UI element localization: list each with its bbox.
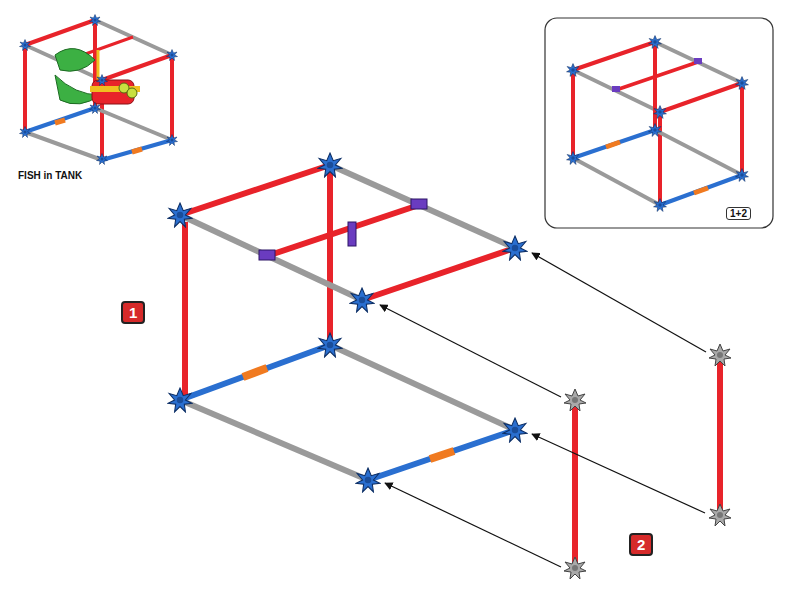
red-rod bbox=[740, 83, 744, 175]
red-rod bbox=[25, 20, 95, 45]
hub bbox=[350, 288, 374, 312]
blue-rod bbox=[25, 108, 95, 132]
hub bbox=[649, 36, 662, 49]
orange-connector bbox=[55, 120, 65, 123]
hub bbox=[654, 106, 667, 119]
red-rod bbox=[267, 205, 419, 256]
hub bbox=[168, 388, 192, 412]
hub bbox=[90, 15, 101, 26]
grey-rod bbox=[573, 70, 660, 112]
grey-rod bbox=[180, 400, 368, 480]
hub bbox=[649, 124, 662, 137]
purple-connector bbox=[348, 222, 356, 246]
purple-connector bbox=[694, 58, 702, 64]
blue-rod bbox=[368, 430, 515, 480]
callout-number: 2 bbox=[629, 533, 653, 556]
grey-rod bbox=[655, 42, 742, 83]
hub bbox=[20, 40, 31, 51]
red-rod bbox=[573, 42, 655, 70]
red-rod bbox=[102, 55, 172, 80]
grey-rod bbox=[330, 345, 515, 430]
assembly-arrow bbox=[380, 305, 561, 397]
fish-eye bbox=[127, 88, 137, 98]
main-frame bbox=[168, 153, 527, 492]
hub bbox=[654, 199, 667, 212]
red-rod bbox=[362, 248, 515, 300]
grey-rod bbox=[25, 132, 102, 160]
purple-connector bbox=[411, 199, 427, 209]
hub bbox=[564, 557, 586, 579]
red-rod bbox=[170, 55, 174, 140]
hub bbox=[318, 333, 342, 357]
orange-connector bbox=[243, 368, 267, 377]
hub bbox=[709, 344, 731, 366]
red-rod bbox=[180, 165, 330, 215]
thumbnail bbox=[20, 15, 178, 165]
red-rod bbox=[658, 112, 662, 205]
hub bbox=[564, 389, 586, 411]
grey-rod bbox=[655, 130, 742, 175]
hub bbox=[503, 236, 527, 260]
hub bbox=[567, 64, 580, 77]
hub bbox=[20, 127, 31, 138]
hub bbox=[318, 153, 342, 177]
orange-connector bbox=[430, 451, 454, 459]
red-rod bbox=[717, 360, 723, 510]
red-rod bbox=[653, 42, 657, 130]
hub bbox=[167, 50, 178, 61]
step-two-parts bbox=[380, 253, 731, 579]
hub bbox=[168, 203, 192, 227]
hub bbox=[356, 468, 380, 492]
grey-rod bbox=[25, 45, 102, 80]
blue-rod bbox=[102, 140, 172, 160]
orange-connector bbox=[694, 188, 708, 193]
red-rod bbox=[571, 70, 575, 158]
blue-rod bbox=[660, 175, 742, 205]
grey-rod bbox=[330, 165, 515, 248]
inset-panel bbox=[545, 18, 773, 228]
hub bbox=[167, 135, 178, 146]
hub bbox=[90, 103, 101, 114]
assembly-arrow bbox=[385, 483, 561, 567]
red-rod bbox=[660, 83, 742, 112]
assembly-arrow bbox=[532, 253, 706, 352]
red-rod bbox=[23, 45, 27, 132]
callout-number: 1 bbox=[121, 301, 145, 324]
red-rod bbox=[572, 405, 578, 563]
hub bbox=[567, 152, 580, 165]
hub bbox=[97, 154, 108, 165]
hub bbox=[709, 504, 731, 526]
assembly-arrow bbox=[532, 434, 705, 513]
hub bbox=[736, 77, 749, 90]
hub bbox=[503, 418, 527, 442]
grey-rod bbox=[573, 158, 660, 205]
red-rod bbox=[182, 222, 188, 395]
orange-connector bbox=[132, 149, 142, 152]
orange-connector bbox=[606, 142, 620, 147]
fish-fin bbox=[55, 49, 95, 72]
grey-rod bbox=[95, 108, 172, 140]
yellow-rod bbox=[97, 50, 100, 80]
blue-rod bbox=[573, 130, 655, 158]
model-title: FISH in TANK bbox=[16, 170, 84, 181]
inset-frame bbox=[545, 18, 773, 228]
red-rod bbox=[327, 172, 333, 340]
grey-rod bbox=[180, 215, 362, 300]
hub bbox=[97, 75, 108, 86]
hub bbox=[736, 169, 749, 182]
blue-rod bbox=[180, 345, 330, 400]
purple-connector bbox=[259, 250, 275, 260]
purple-connector bbox=[612, 86, 620, 92]
callout-number: 1+2 bbox=[726, 207, 751, 220]
grey-rod bbox=[95, 20, 172, 55]
